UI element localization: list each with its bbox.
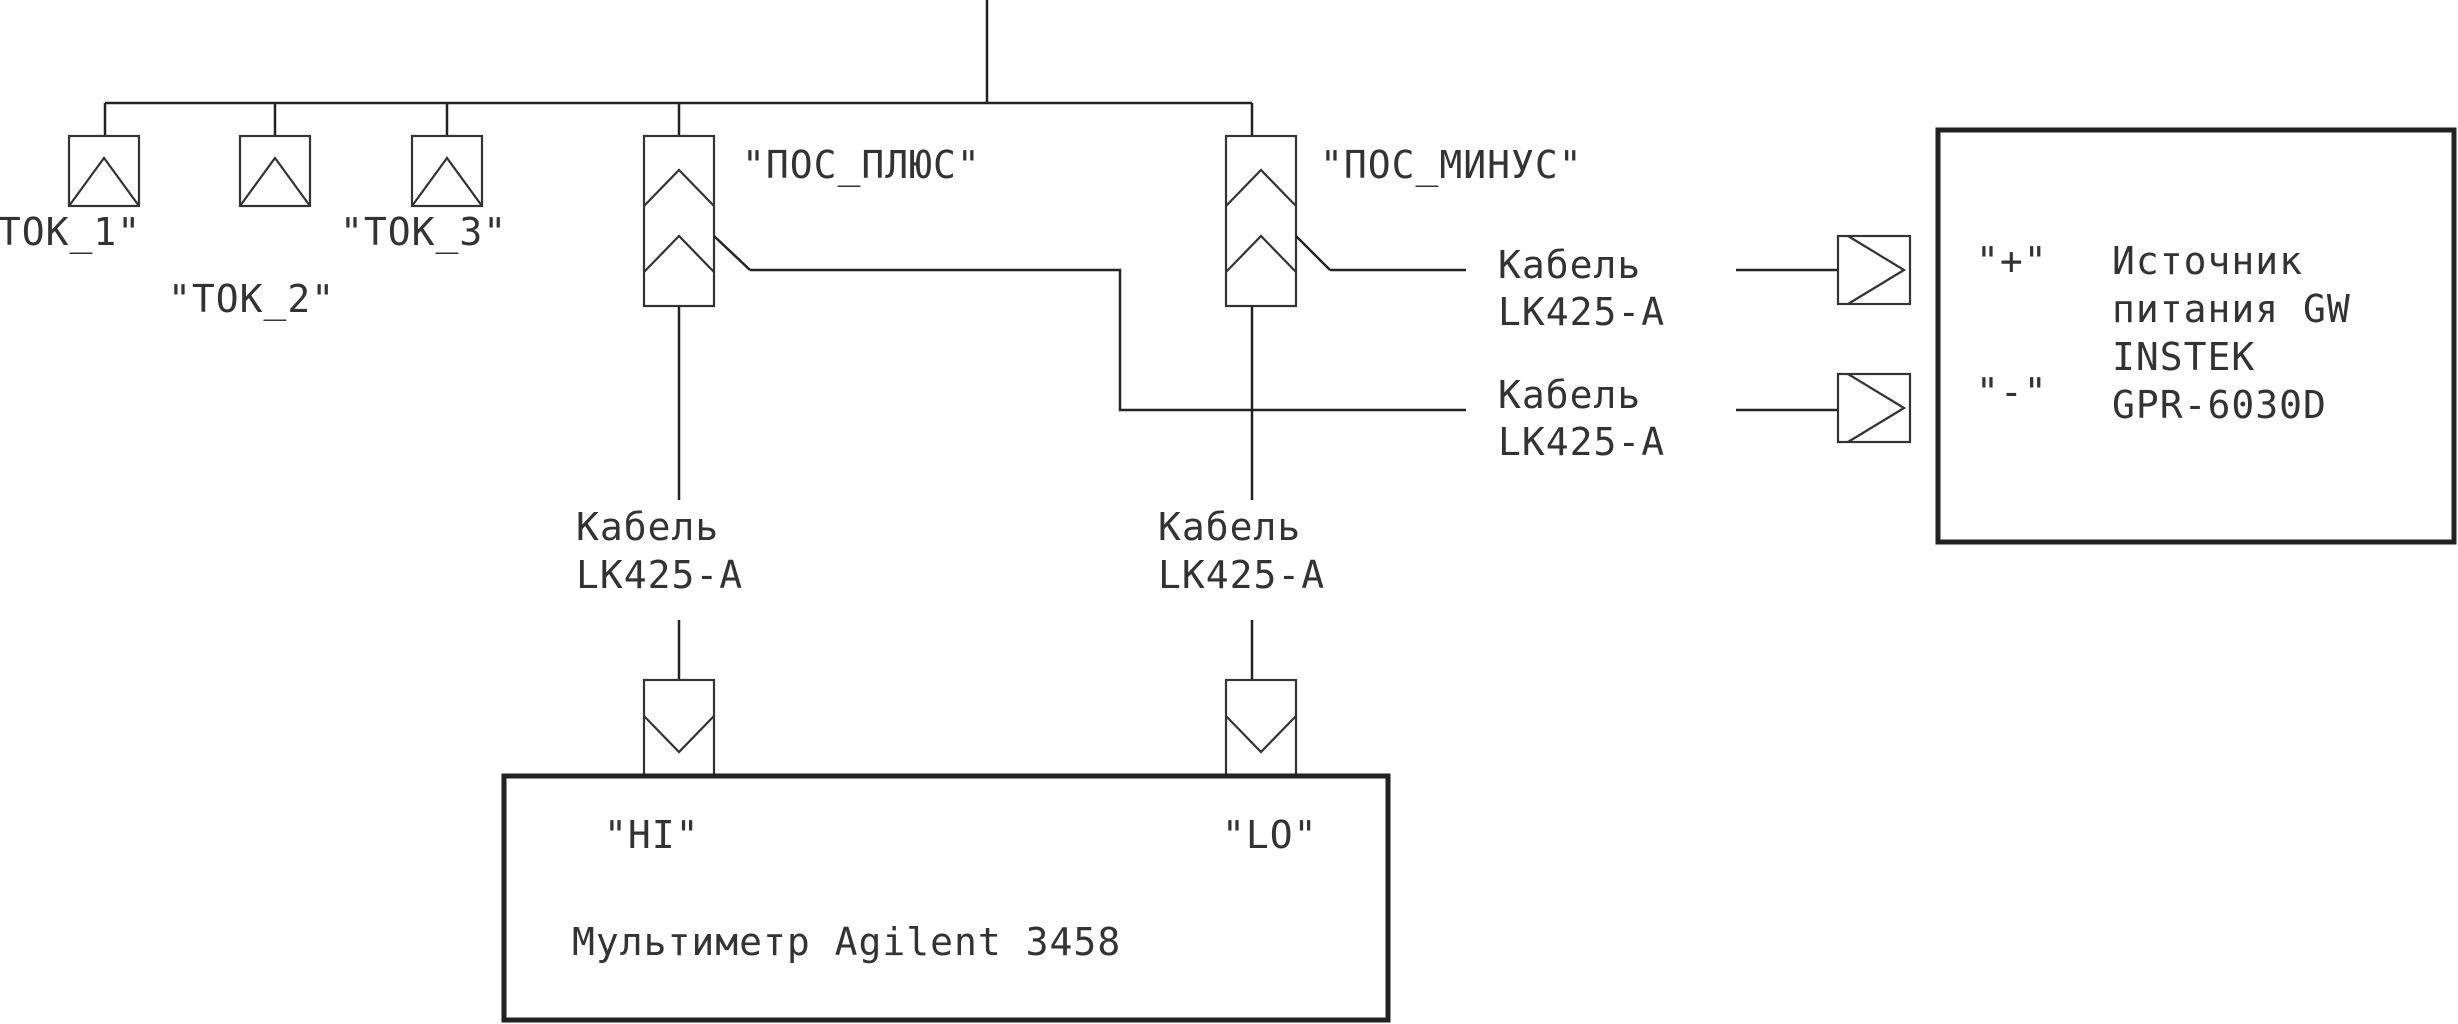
label-pos-minus: "ПОС_МИНУС" (1320, 143, 1583, 188)
psu-name-line3: INSTEK (2112, 335, 2255, 379)
connector-psu-minus (1836, 372, 1912, 444)
psu-plus-label: "+" (1976, 239, 2048, 283)
cable-label-hi-word: Кабель (576, 505, 719, 549)
connector-tok-2 (238, 134, 312, 208)
bus-lines (103, 0, 1254, 136)
connector-hi (642, 678, 716, 778)
psu-name-line1: Источник (2112, 239, 2303, 283)
multimeter-box (501, 773, 1391, 1023)
cable-label-psu-minus-model: LK425-A (1498, 420, 1665, 464)
cable-label-hi-model: LK425-A (576, 553, 743, 597)
wires (677, 268, 1838, 680)
multimeter-name: Мультиметр Agilent 3458 (572, 920, 1121, 964)
cable-label-psu-plus-model: LK425-A (1498, 290, 1665, 334)
psu-minus-label: "-" (1976, 370, 2048, 414)
cable-label-psu-minus-word: Кабель (1498, 373, 1641, 417)
connector-tok-1 (67, 134, 141, 208)
label-tok-1: "ТОК_1" (0, 210, 141, 255)
multimeter-hi-label: "HI" (604, 813, 700, 857)
label-pos-plus: "ПОС_ПЛЮС" (742, 143, 981, 188)
multimeter-lo-label: "LO" (1222, 813, 1318, 857)
connector-psu-plus (1836, 234, 1912, 306)
cable-label-psu-plus-word: Кабель (1498, 243, 1641, 287)
psu-name-line4: GPR-6030D (2112, 383, 2327, 427)
power-supply-box (1935, 127, 2457, 545)
label-tok-3: "ТОК_3" (340, 210, 507, 255)
psu-name-line2: питания GW (2112, 287, 2351, 331)
connector-tok-3 (410, 134, 484, 208)
label-tok-2: "ТОК_2" (168, 277, 335, 322)
connector-pos-plus (642, 134, 751, 308)
cable-label-lo-word: Кабель (1158, 505, 1301, 549)
cable-label-lo-model: LK425-A (1158, 553, 1325, 597)
connector-lo (1224, 678, 1298, 778)
connector-pos-minus (1224, 134, 1331, 308)
